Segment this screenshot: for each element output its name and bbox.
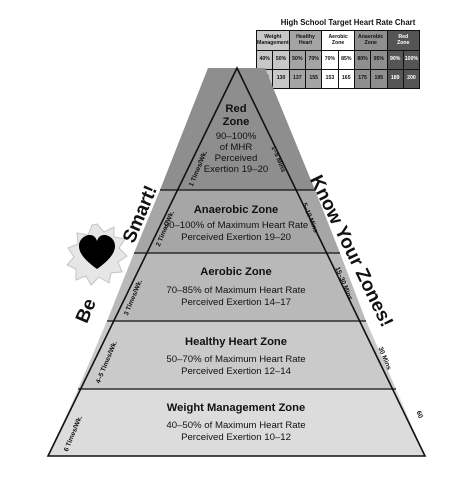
aerobic-zone-detail: 70–85% of Maximum Heart Rate bbox=[166, 285, 306, 296]
percent-cell: 40% bbox=[255, 50, 274, 70]
bpm-cell: 200 bbox=[402, 69, 421, 89]
aerobic-zone-detail: Perceived Exertion 14–17 bbox=[181, 297, 291, 308]
red-zone-detail: 90–100% bbox=[215, 131, 257, 142]
pyramid-tier-healthy bbox=[78, 321, 396, 389]
heart-badge-icon bbox=[66, 223, 128, 286]
anaerobic-zone-title: Anaerobic Zone bbox=[193, 204, 279, 216]
pyramid-tier-weight bbox=[48, 389, 425, 456]
bpm-row: 124 130 137 155 153 165 175 195 189 200 bbox=[255, 69, 421, 89]
percent-cell: 70% bbox=[305, 50, 323, 70]
percent-cell: 50% bbox=[272, 50, 290, 70]
red-zone-title-line2: Zone bbox=[222, 116, 250, 128]
anaerobic-zone-detail: Perceived Exertion 19–20 bbox=[181, 232, 291, 243]
healthy-heart-zone-detail: Perceived Exertion 12–14 bbox=[181, 366, 291, 377]
weight-management-zone-detail: Perceived Exertion 10–12 bbox=[181, 432, 291, 443]
pyramid-outline bbox=[46, 66, 427, 457]
percent-cell: 90% bbox=[386, 50, 404, 70]
red-zone-detail: Perceived bbox=[214, 153, 258, 164]
aerobic-zone-title: Aerobic Zone bbox=[200, 266, 272, 278]
red-zone-detail: Exertion 19–20 bbox=[203, 164, 269, 175]
weight-management-zone-title: Weight Management Zone bbox=[166, 402, 306, 414]
pyramid-tier-red bbox=[160, 68, 315, 190]
weight-management-zone-detail: 40–50% of Maximum Heart Rate bbox=[166, 420, 306, 431]
pyramid-tier-aerobic bbox=[107, 253, 366, 321]
bpm-cell: 130 bbox=[272, 69, 290, 89]
percent-cell: 80% bbox=[353, 50, 372, 70]
percent-cell: 85% bbox=[337, 50, 355, 70]
bpm-cell: 195 bbox=[370, 69, 388, 89]
anaerobic-zone-detail: 90–100% of Maximum Heart Rate bbox=[163, 220, 309, 231]
bpm-cell: 175 bbox=[353, 69, 372, 89]
healthy-heart-zone-detail: 50–70% of Maximum Heart Rate bbox=[166, 354, 306, 365]
red-zone-title-line1: Red bbox=[225, 103, 247, 115]
pyramid-tier-anaerobic bbox=[134, 190, 340, 253]
bpm-cell: 155 bbox=[305, 69, 323, 89]
healthy-heart-zone-title: Healthy Heart Zone bbox=[185, 336, 287, 348]
bpm-cell: 137 bbox=[288, 69, 307, 89]
red-zone-detail: of MHR bbox=[219, 142, 253, 153]
heart-rate-chart-title: High School Target Heart Rate Chart bbox=[280, 18, 416, 27]
